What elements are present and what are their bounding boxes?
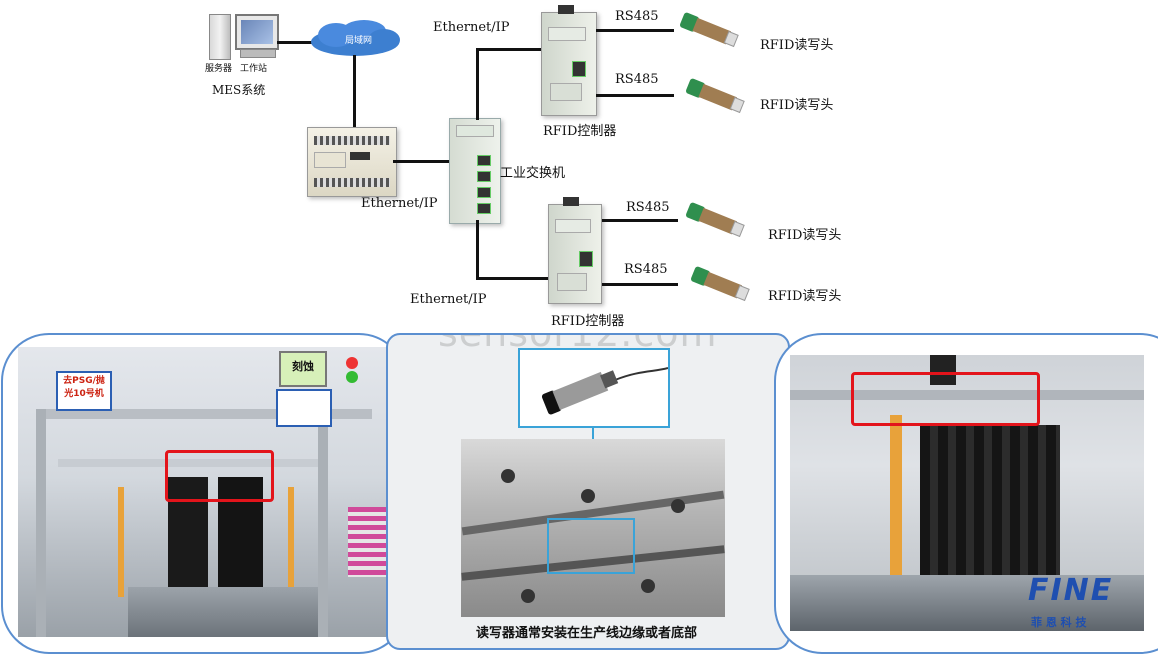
left-sign-etch: 刻蚀GL2 <box>279 351 327 401</box>
left-sign-psg: 去PSG/抛光10号机 <box>56 371 112 411</box>
wire-switch-ctrl-bottom-v <box>476 220 479 280</box>
photo-panel-right: FINE 菲 恩 科 技 <box>774 333 1158 654</box>
sensor-location-box <box>547 518 635 574</box>
conveyor-photo <box>461 439 725 617</box>
rs485-wire-3 <box>602 219 678 222</box>
rs485-label-2: RS485 <box>615 72 659 87</box>
rs485-wire-2 <box>596 94 674 97</box>
reader-label-2: RFID读写头 <box>760 98 834 113</box>
fine-logo: FINE <box>1028 573 1114 608</box>
workstation-base <box>240 49 276 58</box>
rfid-controller-bottom <box>548 197 602 304</box>
center-caption: 读写器通常安装在生产线边缘或者底部 <box>476 626 698 641</box>
photo-panel-center: sensor12.com 读写器通常安装在生产线边缘或者底部 <box>386 333 790 650</box>
workstation-label: 工作站 <box>240 64 268 74</box>
fine-logo-subtitle: 菲 恩 科 技 <box>1031 616 1087 629</box>
rs485-label-3: RS485 <box>626 200 670 215</box>
plc-device <box>307 127 397 197</box>
ethernet-bottom-label: Ethernet/IP <box>410 292 487 307</box>
sensor-closeup <box>518 348 670 428</box>
wire-switch-ctrl-top-h <box>476 48 542 51</box>
photo-panel-left: 去PSG/抛光10号机 刻蚀GL2 <box>1 333 407 654</box>
rs485-label-1: RS485 <box>615 9 659 24</box>
reader-highlight-left <box>165 450 274 502</box>
rs485-label-4: RS485 <box>624 262 668 277</box>
wire-mes-lan <box>277 41 313 44</box>
wire-lan-plc <box>353 55 356 130</box>
rs485-wire-1 <box>596 29 674 32</box>
server-icon <box>209 14 231 60</box>
mes-label: MES系统 <box>212 83 266 97</box>
lan-label: 局域网 <box>345 36 373 46</box>
controller-top-label: RFID控制器 <box>543 124 617 139</box>
reader-highlight-right <box>851 372 1040 426</box>
server-label: 服务器 <box>205 64 233 74</box>
reader-label-4: RFID读写头 <box>768 289 842 304</box>
switch-label: 工业交换机 <box>500 166 566 181</box>
proximity-sensor-icon <box>541 367 669 415</box>
ethernet-mid-label: Ethernet/IP <box>361 196 438 211</box>
workstation-icon <box>235 14 279 50</box>
production-line-photo-right <box>790 355 1144 631</box>
controller-bottom-label: RFID控制器 <box>551 314 625 329</box>
production-line-photo-left: 去PSG/抛光10号机 刻蚀GL2 <box>18 347 386 637</box>
wire-switch-ctrl-top-v <box>476 48 479 120</box>
industrial-switch <box>449 118 501 224</box>
rfid-reader-icon <box>686 202 745 238</box>
rfid-reader-icon <box>691 266 750 302</box>
rfid-reader-icon <box>680 12 739 48</box>
ethernet-top-label: Ethernet/IP <box>433 20 510 35</box>
rs485-wire-4 <box>602 283 678 286</box>
left-info-board <box>276 389 332 427</box>
rfid-reader-icon <box>686 78 745 114</box>
wire-switch-ctrl-bottom-h <box>476 277 548 280</box>
rfid-controller-top <box>541 5 597 116</box>
reader-label-3: RFID读写头 <box>768 228 842 243</box>
lan-cloud-icon <box>311 20 400 56</box>
reader-label-1: RFID读写头 <box>760 38 834 53</box>
wire-plc-switch <box>393 160 449 163</box>
